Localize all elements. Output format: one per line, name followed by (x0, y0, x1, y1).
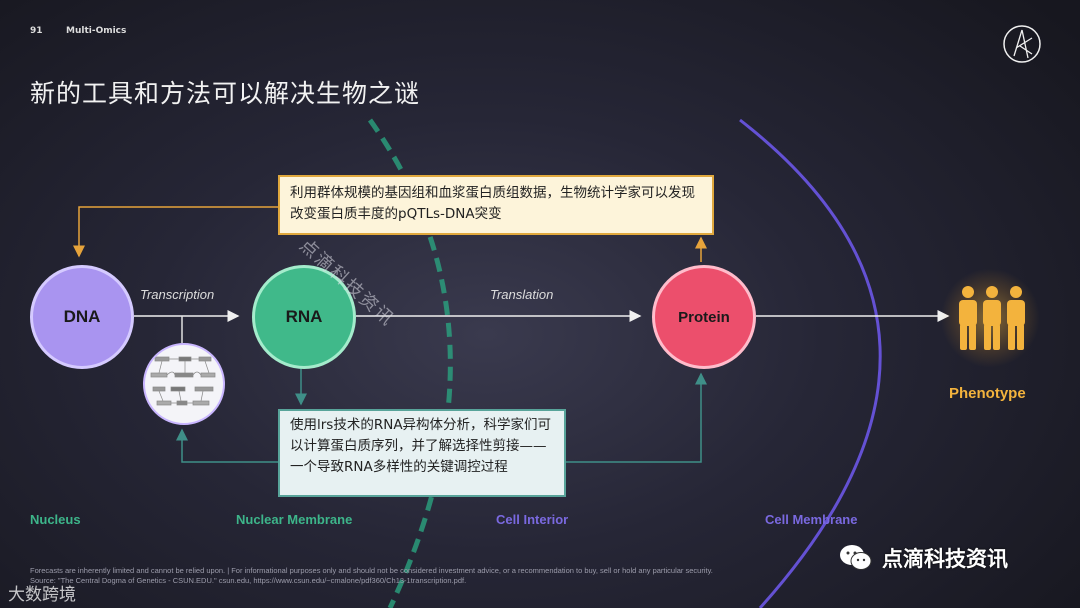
wechat-icon (840, 545, 872, 570)
cell-membrane-arc (739, 118, 882, 608)
section-label: Multi-Omics (66, 26, 127, 36)
callout-to-splice (176, 428, 278, 463)
nucleus-label: Nucleus (30, 512, 81, 527)
dna-node: DNA (30, 265, 134, 369)
protein-label: Protein (678, 308, 730, 326)
footnote-source: Source: "The Central Dogma of Genetics -… (30, 576, 467, 585)
nuclear-membrane-label: Nuclear Membrane (236, 512, 353, 527)
phenotype-label: Phenotype (949, 385, 1026, 402)
lrs-callout: 使用lrs技术的RNA异构体分析，科学家们可以计算蛋白质序列，并了解选择性剪接—… (278, 409, 566, 497)
people-group-icon (959, 286, 1025, 350)
callout-to-dna (73, 206, 278, 258)
rna-label: RNA (285, 307, 323, 326)
protein-node: Protein (652, 265, 756, 369)
footnote: Forecasts are inherently limited and can… (30, 566, 930, 586)
rna-node: RNA (252, 265, 356, 369)
splicing-icon (150, 356, 216, 406)
cell-interior-label: Cell Interior (496, 512, 569, 527)
pqtl-callout: 利用群体规模的基因组和血浆蛋白质组数据，生物统计学家可以发现改变蛋白质丰度的pQ… (278, 175, 714, 235)
page-number: 91 (30, 26, 43, 36)
translation-label: Translation (490, 287, 554, 302)
callout-to-protein (565, 372, 707, 463)
dna-label: DNA (63, 307, 101, 326)
splicing-diagram (143, 343, 225, 425)
footnote-disclaimer: Forecasts are inherently limited and can… (30, 566, 713, 575)
slide-title: 新的工具和方法可以解决生物之谜 (30, 79, 421, 108)
corner-watermark: 大数跨境 (8, 585, 76, 605)
transcription-label: Transcription (140, 287, 215, 302)
cell-membrane-label: Cell Membrane (765, 512, 858, 527)
wechat-account-name: 点滴科技资讯 (882, 547, 1008, 571)
brand-logo-icon (1003, 25, 1041, 63)
wechat-watermark: 点滴科技资讯 (838, 543, 1008, 573)
